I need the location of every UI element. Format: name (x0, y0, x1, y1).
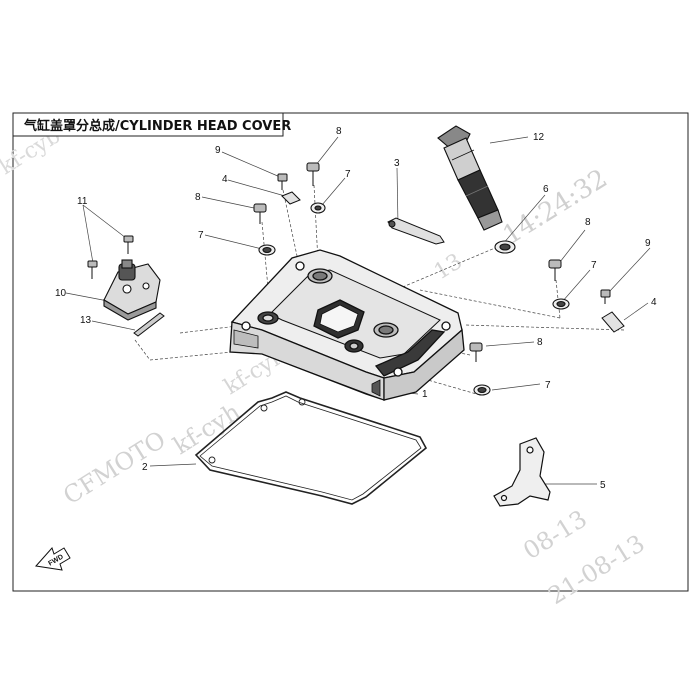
bracket-4-right (601, 311, 625, 333)
strip-13 (133, 312, 165, 337)
callout-8-lower: 8 (537, 337, 543, 348)
bracket-4-left (281, 191, 301, 205)
drawing-border (12, 112, 689, 592)
strip-3 (387, 217, 445, 245)
callout-7-left: 7 (198, 230, 204, 241)
callout-7-lower: 7 (545, 380, 551, 391)
watermark-time: 14:24:32 (498, 164, 613, 251)
callout-13: 13 (80, 315, 92, 326)
callout-7-top: 7 (345, 169, 351, 180)
callout-9-right: 9 (645, 238, 651, 249)
callout-3: 3 (394, 158, 400, 169)
diagram-title: 气缸盖罩分总成/CYLINDER HEAD COVER (24, 118, 291, 134)
callout-10: 10 (55, 288, 67, 299)
seal-washers (258, 202, 570, 396)
watermark-date-mid: 13 (430, 249, 467, 285)
watermark-brand: CFMOTO (58, 425, 170, 510)
callout-4-right: 4 (651, 297, 657, 308)
bolt-11-b (87, 260, 98, 279)
callout-6: 6 (543, 184, 549, 195)
callout-9-left: 9 (215, 145, 221, 156)
callout-2: 2 (142, 462, 148, 473)
watermark-date-fragment: 08-13 (518, 505, 592, 565)
gasket (194, 391, 428, 505)
callout-1: 1 (422, 389, 428, 400)
title-box (12, 112, 284, 137)
callout-8-left: 8 (195, 192, 201, 203)
callout-5: 5 (600, 480, 606, 491)
callout-7-right: 7 (591, 260, 597, 271)
leader-lines (65, 136, 651, 485)
callout-numbers: 1 2 3 4 4 5 6 7 7 7 7 8 8 8 8 9 9 10 11 … (55, 126, 657, 491)
bolt-11-a (123, 235, 134, 254)
cylinder-head-cover (229, 249, 465, 401)
callout-4-left: 4 (222, 174, 228, 185)
callout-8-top: 8 (336, 126, 342, 137)
ignition-coil (437, 125, 503, 231)
breather-cover (103, 259, 161, 321)
bolts (253, 162, 611, 362)
callout-8-right: 8 (585, 217, 591, 228)
callout-11: 11 (77, 196, 88, 207)
callout-12: 12 (533, 132, 545, 143)
bracket-5 (493, 437, 551, 507)
fwd-arrow: FWD (35, 547, 71, 571)
